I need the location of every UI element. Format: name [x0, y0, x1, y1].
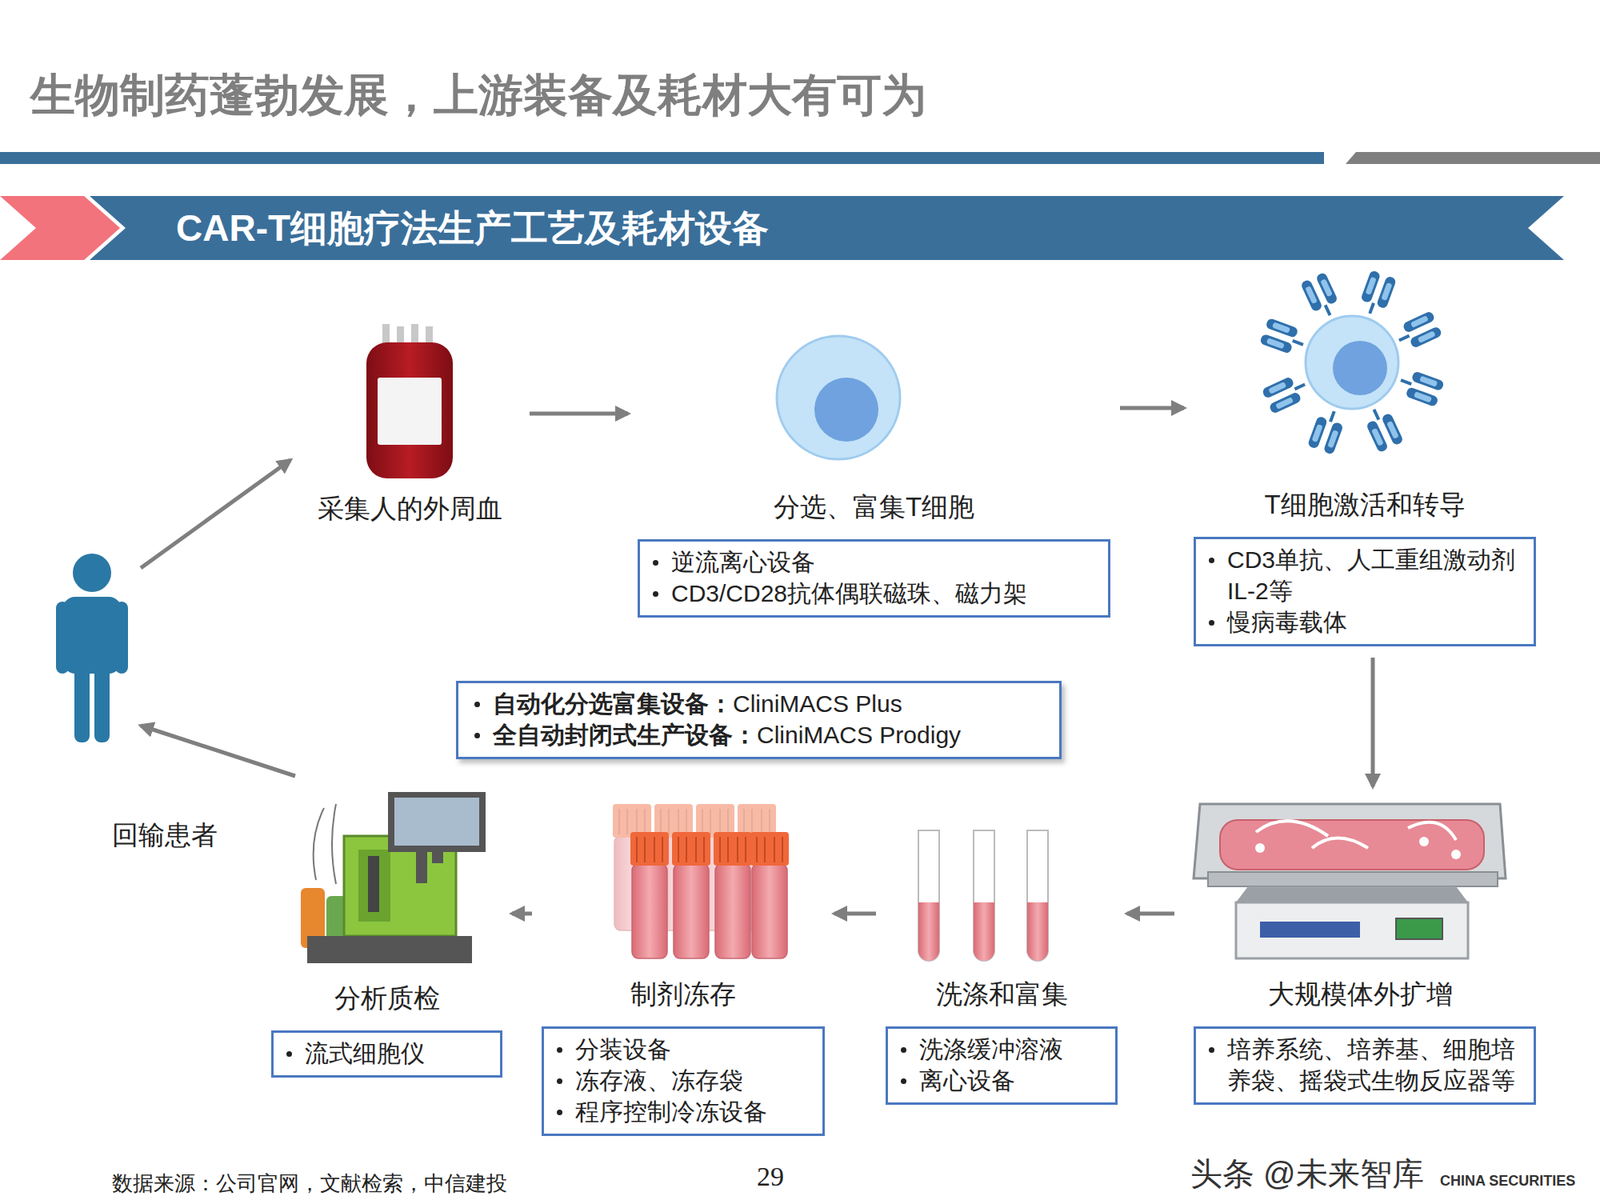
page-title: 生物制药蓬勃发展，上游装备及耗材大有可为: [30, 65, 927, 127]
bullet-item: CD3单抗、人工重组激动剂 IL-2等: [1207, 544, 1523, 607]
bullet-dot: [556, 1109, 563, 1116]
t-cell: [776, 336, 900, 460]
equipment-list-box: 流式细胞仪: [271, 1030, 503, 1078]
banner-band: [89, 196, 1564, 260]
process-step: 分选、富集T细胞逆流离心设备CD3/CD28抗体偶联磁珠、磁力架: [637, 332, 1111, 618]
blood-bag: [366, 324, 453, 479]
flow-arrow: [140, 460, 291, 568]
bullet-dot: [900, 1047, 907, 1053]
bullet-item: 分装设备: [555, 1033, 812, 1065]
title-rule: [0, 152, 1324, 164]
bullet-dot: [900, 1078, 907, 1084]
activated-t-cell: [1259, 269, 1445, 456]
equipment-label: 全自动封闭式生产设备：: [492, 721, 757, 748]
flow-cytometer: [300, 792, 486, 964]
step-heading: 分选、富集T细胞: [637, 490, 1111, 525]
bullet-item: 慢病毒载体: [1207, 606, 1523, 638]
bullet-dot: [652, 591, 659, 597]
process-step: 大规模体外扩增培养系统、培养基、细胞培养袋、摇袋式生物反应器等: [1184, 796, 1536, 1105]
bullet-text: 逆流离心设备: [671, 546, 816, 578]
flow-arrow: [140, 725, 296, 776]
equipment-label: 自动化分选富集设备：: [492, 690, 733, 717]
equipment-list-box: 分装设备冻存液、冻存袋程序控制冷冻设备: [541, 1026, 825, 1136]
flow-arrow: [1371, 657, 1376, 787]
bullet-item: 洗涤缓冲溶液: [899, 1033, 1104, 1065]
bullet-item: 培养系统、培养基、细胞培养袋、摇袋式生物反应器等: [1207, 1033, 1523, 1096]
flow-arrow: [512, 912, 532, 916]
title-rule-grey: [1345, 152, 1600, 164]
person-node: [54, 550, 132, 746]
equipment-list-box: 洗涤缓冲溶液离心设备: [885, 1026, 1118, 1105]
bullet-item: 逆流离心设备: [651, 546, 1097, 578]
bullet-item: CD3/CD28抗体偶联磁珠、磁力架: [651, 577, 1097, 609]
step-heading: 洗涤和富集: [885, 977, 1118, 1012]
bullet-text: 流式细胞仪: [304, 1037, 425, 1069]
bullet-text: 离心设备: [919, 1064, 1016, 1096]
equipment-box: 自动化分选富集设备：CliniMACS Plus全自动封闭式生产设备：Clini…: [456, 680, 1062, 760]
bullet-item: 离心设备: [899, 1064, 1104, 1096]
equipment-model: CliniMACS Plus: [732, 690, 903, 717]
banner-text: CAR-T细胞疗法生产工艺及耗材设备: [176, 196, 1564, 260]
equipment-list-box: 培养系统、培养基、细胞培养袋、摇袋式生物反应器等: [1193, 1026, 1536, 1105]
cryo-vials: [612, 804, 789, 959]
bullet-dot: [474, 732, 480, 739]
bullet-text: 洗涤缓冲溶液: [919, 1033, 1064, 1065]
bullet-text: 培养系统、培养基、细胞培养袋、摇袋式生物反应器等: [1227, 1033, 1523, 1096]
bullet-dot: [652, 560, 659, 566]
bullet-dot: [556, 1078, 563, 1084]
bullet-dot: [1208, 1047, 1215, 1053]
bullet-text: CD3单抗、人工重组激动剂 IL-2等: [1227, 544, 1523, 607]
bullet-item: 全自动封闭式生产设备：CliniMACS Prodigy: [472, 719, 1045, 751]
flow-arrow: [1120, 406, 1184, 411]
bullet-item: 冻存液、冻存袋: [555, 1064, 812, 1096]
person-icon: [56, 553, 128, 743]
bullet-line: 自动化分选富集设备：CliniMACS Plus: [492, 688, 903, 720]
watermark: 头条 @未来智库: [1190, 1152, 1424, 1196]
step-heading: 分析质检: [271, 981, 503, 1016]
step-heading: 采集人的外周血: [300, 492, 520, 527]
step-heading: 制剂冻存: [541, 977, 825, 1012]
bullet-item: 流式细胞仪: [284, 1037, 489, 1069]
bullet-text: 慢病毒载体: [1227, 606, 1348, 638]
flow-arrow: [529, 412, 628, 416]
bullet-item: 自动化分选富集设备：CliniMACS Plus: [472, 688, 1045, 720]
bullet-dot: [286, 1051, 292, 1057]
step-heading: 大规模体外扩增: [1184, 977, 1536, 1012]
bullet-dot: [1208, 620, 1215, 626]
page-number: 29: [756, 1161, 784, 1192]
process-step: 制剂冻存分装设备冻存液、冻存袋程序控制冷冻设备: [541, 796, 825, 1136]
edge-label: 回输患者: [112, 817, 218, 854]
brand-name: CHINA SECURITIES: [1440, 1172, 1576, 1190]
bullet-dot: [474, 701, 480, 708]
bioreactor: [1193, 804, 1506, 959]
test-tubes: [918, 830, 1048, 961]
flow-arrow: [834, 912, 876, 916]
bullet-text: 程序控制冷冻设备: [575, 1096, 768, 1128]
source-note: 数据来源：公司官网，文献检索，中信建投: [112, 1169, 508, 1198]
bullet-dot: [556, 1047, 563, 1053]
process-step: 采集人的外周血: [300, 320, 520, 527]
bullet-dot: [1208, 557, 1215, 564]
process-step: T细胞激活和转导 CD3单抗、人工重组激动剂 IL-2等慢病毒载体: [1193, 288, 1536, 647]
equipment-list-box: 逆流离心设备CD3/CD28抗体偶联磁珠、磁力架: [637, 539, 1111, 618]
bullet-line: 全自动封闭式生产设备：CliniMACS Prodigy: [492, 719, 961, 751]
equipment-list-box: CD3单抗、人工重组激动剂 IL-2等慢病毒载体: [1193, 536, 1536, 647]
process-step: 洗涤和富集洗涤缓冲溶液离心设备: [885, 816, 1118, 1105]
step-heading: T细胞激活和转导: [1193, 488, 1536, 523]
process-step: 分析质检流式细胞仪: [271, 784, 503, 1078]
equipment-model: CliniMACS Prodigy: [756, 721, 961, 748]
bullet-text: 冻存液、冻存袋: [575, 1064, 744, 1096]
banner-band: CAR-T细胞疗法生产工艺及耗材设备: [0, 196, 1564, 260]
flow-arrow: [1127, 912, 1175, 916]
bullet-item: 程序控制冷冻设备: [555, 1096, 812, 1128]
bullet-text: 分装设备: [575, 1033, 672, 1065]
bullet-text: CD3/CD28抗体偶联磁珠、磁力架: [671, 577, 1028, 609]
